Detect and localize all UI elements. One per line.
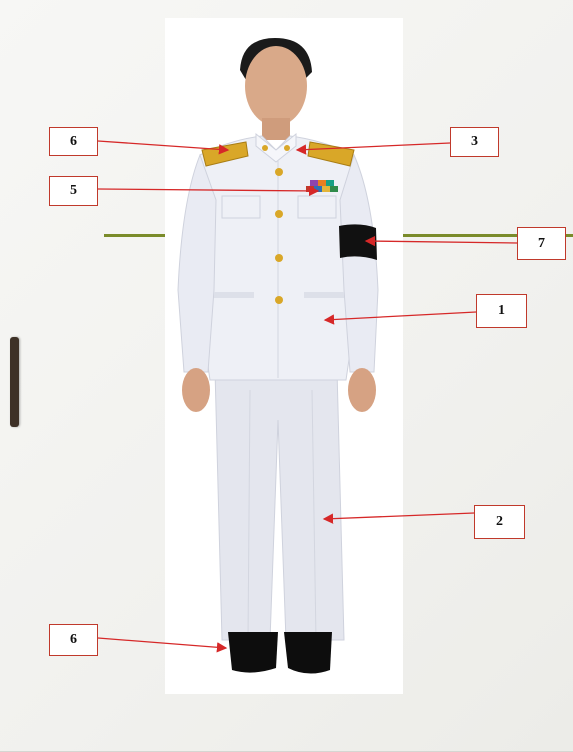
figure-neck [262, 118, 290, 140]
figure-left-shoe [228, 632, 278, 673]
figure-black-armband [339, 224, 377, 260]
figure-button [275, 254, 283, 262]
callout-collar: 3 [450, 127, 499, 157]
callout-jacket: 1 [476, 294, 527, 328]
figure-left-sleeve [177, 153, 217, 373]
callout-armband: 7 [517, 227, 566, 260]
figure-button [275, 210, 283, 218]
callout-ribbons: 5 [49, 176, 98, 206]
accent-line-left [104, 234, 166, 237]
figure-right-hand [348, 368, 376, 412]
figure-button [275, 168, 283, 176]
figure-right-shoe [284, 632, 332, 674]
figure-button [275, 296, 283, 304]
callout-shoes: 6 [49, 624, 98, 656]
callout-trousers: 2 [474, 505, 525, 539]
callout-shoulder-board: 6 [49, 127, 98, 156]
figure-trousers [214, 369, 345, 641]
slide-side-handle[interactable] [10, 337, 19, 427]
figure-medal-ribbons [306, 180, 338, 192]
accent-line-right [403, 234, 573, 237]
figure-left-pocket [221, 195, 261, 219]
figure-left-hand [182, 368, 210, 412]
figure-hair [240, 38, 312, 80]
figure-face [245, 46, 307, 126]
